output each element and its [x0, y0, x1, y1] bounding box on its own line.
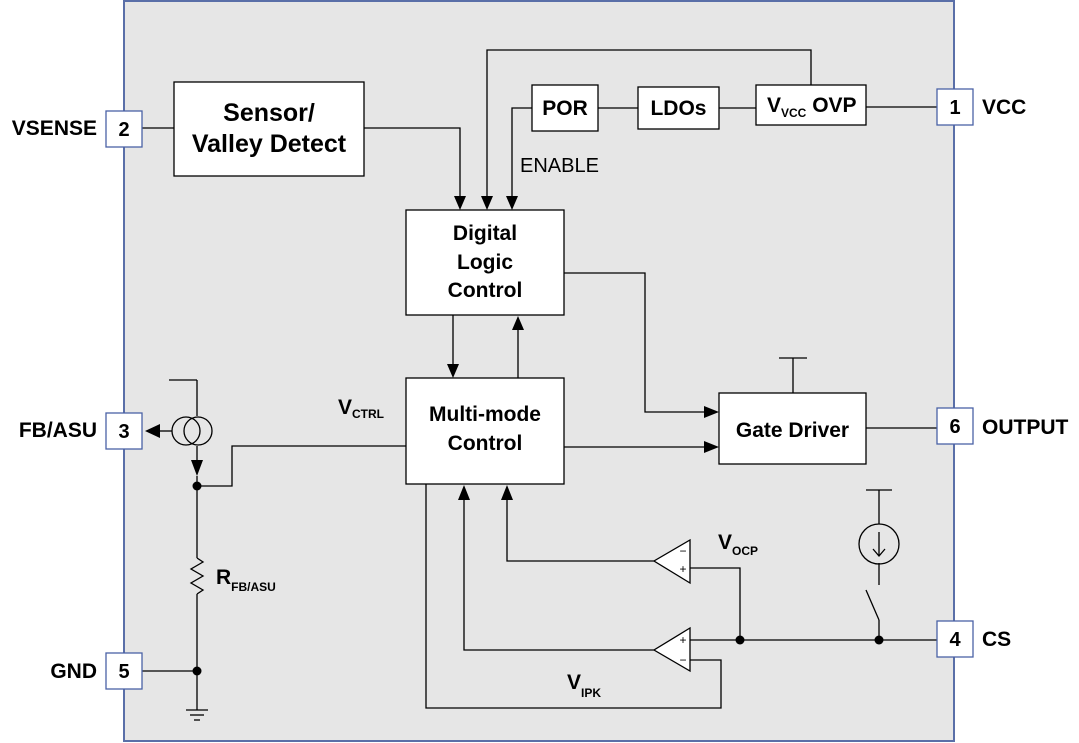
svg-text:+: + — [679, 633, 686, 647]
svg-text:VCC: VCC — [982, 96, 1026, 119]
vcc-ovp-block: VVCC OVP — [755, 84, 867, 126]
svg-text:3: 3 — [118, 421, 129, 443]
pin-gnd: 5 GND — [50, 652, 143, 690]
svg-text:Digital: Digital — [453, 222, 517, 245]
svg-text:Multi-mode: Multi-mode — [429, 403, 541, 426]
multi-mode-control-block: Multi-mode Control — [405, 377, 565, 485]
svg-text:Control: Control — [448, 432, 523, 455]
wiring — [142, 49, 937, 721]
svg-text:VVCC OVP: VVCC OVP — [767, 94, 857, 120]
gate-driver-block: Gate Driver — [718, 392, 867, 465]
svg-text:Logic: Logic — [457, 251, 513, 274]
vctrl-label: VCTRL — [338, 396, 384, 421]
vipk-label: VIPK — [567, 671, 601, 700]
svg-text:1: 1 — [949, 97, 960, 119]
current-source-icon — [171, 416, 213, 446]
svg-text:−: − — [679, 653, 686, 667]
current-sink-icon — [858, 523, 900, 565]
svg-text:6: 6 — [949, 416, 960, 438]
junction-dots — [192, 481, 884, 676]
svg-text:−: − — [679, 544, 686, 558]
svg-text:4: 4 — [949, 629, 961, 651]
rfb-asu-label: RFB/ASU — [216, 566, 276, 594]
svg-text:GND: GND — [50, 660, 97, 683]
svg-text:Sensor/: Sensor/ — [223, 99, 315, 127]
svg-text:FB/ASU: FB/ASU — [19, 419, 97, 442]
enable-label: ENABLE — [520, 155, 599, 177]
por-block: POR — [531, 84, 599, 132]
pin-vcc: 1 VCC — [936, 88, 1026, 126]
sensor-valley-detect-block: Sensor/ Valley Detect — [173, 81, 365, 177]
arrow-heads — [145, 196, 719, 500]
pin-output: 6 OUTPUT — [936, 407, 1069, 445]
pin-cs: 4 CS — [936, 620, 1011, 658]
pin-fb-asu: 3 FB/ASU — [19, 412, 143, 450]
svg-text:5: 5 — [118, 661, 129, 683]
svg-text:Gate Driver: Gate Driver — [736, 419, 849, 442]
svg-text:POR: POR — [542, 97, 588, 120]
ipk-comparator: + − — [652, 626, 691, 673]
svg-text:OUTPUT: OUTPUT — [982, 416, 1069, 439]
svg-text:LDOs: LDOs — [650, 97, 706, 120]
svg-text:Valley Detect: Valley Detect — [192, 130, 347, 158]
digital-logic-control-block: Digital Logic Control — [405, 209, 565, 316]
vocp-label: VOCP — [718, 531, 758, 558]
svg-text:+: + — [679, 562, 686, 576]
ldos-block: LDOs — [637, 86, 720, 130]
ocp-comparator: − + — [652, 538, 691, 585]
pin-vsense: 2 VSENSE — [12, 110, 143, 148]
svg-text:2: 2 — [118, 119, 129, 141]
svg-text:VSENSE: VSENSE — [12, 117, 97, 140]
svg-text:CS: CS — [982, 628, 1011, 651]
svg-text:Control: Control — [448, 279, 523, 302]
